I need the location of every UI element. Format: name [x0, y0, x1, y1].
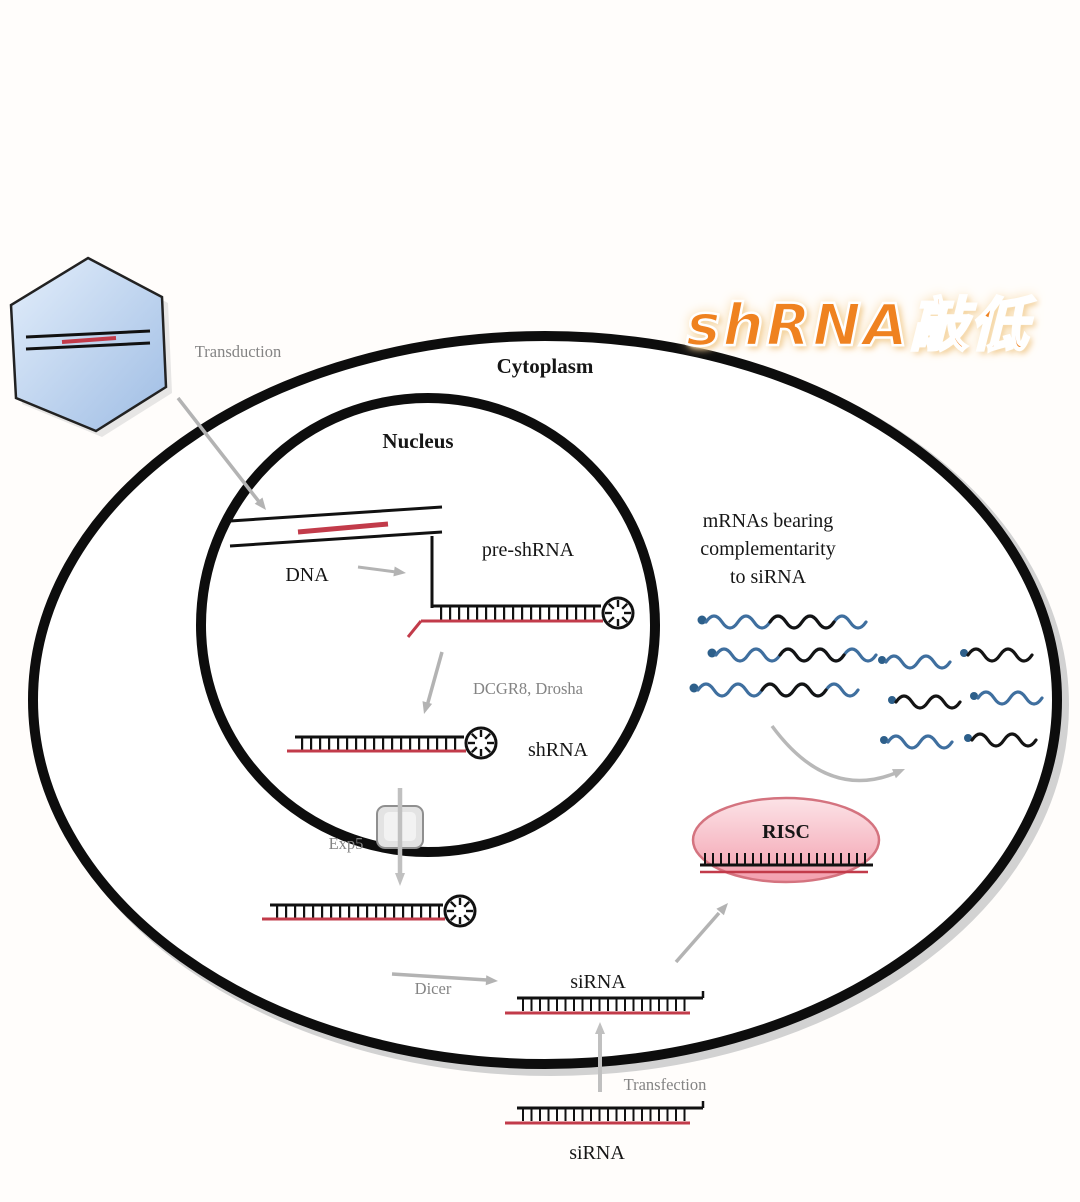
transduction-arrow	[176, 396, 266, 510]
dna-label: DNA	[285, 564, 329, 586]
exp5-export-arrow	[395, 788, 405, 886]
shrna-hairpin	[287, 726, 498, 760]
title-badge: shRNA敲低	[685, 290, 1030, 361]
dna-strands	[229, 505, 443, 548]
transfection-arrow	[595, 1022, 605, 1092]
mrna-caption-line2: complementarity	[700, 538, 836, 560]
sirna-to-risc-arrow	[674, 903, 728, 964]
mrna-fragments	[878, 647, 1044, 750]
nucleus-membrane	[196, 393, 660, 857]
pre-shrna-label: pre-shRNA	[482, 539, 575, 561]
transduction-label: Transduction	[195, 342, 281, 361]
dna-to-preshrna-arrow	[357, 565, 406, 577]
risc-guide-strand	[700, 853, 873, 874]
drosha-arrow	[422, 651, 444, 714]
cytoplasm-label: Cytoplasm	[497, 354, 594, 378]
dicer-arrow	[391, 972, 498, 986]
cytoplasm-hairpin	[262, 894, 477, 928]
mrna-caption: mRNAs bearing complementarity to siRNA	[700, 510, 836, 588]
sirna-duplex-mid	[505, 991, 705, 1015]
sirna-duplex-bottom	[505, 1101, 705, 1125]
mrna-strands	[689, 614, 878, 698]
shrna-label: shRNA	[528, 739, 589, 761]
risc-complex: RISC	[691, 796, 881, 884]
mrna-cleavage-arrow	[770, 724, 905, 783]
drosha-label: DCGR8, Drosha	[473, 679, 584, 698]
dicer-label: Dicer	[415, 979, 452, 998]
exp5-label: Exp5	[329, 834, 364, 853]
pre-shrna-hairpin	[406, 536, 635, 638]
mrna-caption-line1: mRNAs bearing	[703, 510, 834, 532]
nucleus-label: Nucleus	[382, 429, 453, 453]
mrna-caption-line3: to siRNA	[730, 566, 807, 588]
virus-capsid-icon	[9, 256, 172, 437]
sirna-bottom-label: siRNA	[569, 1142, 625, 1164]
sirna-mid-label: siRNA	[570, 971, 626, 993]
transfection-label: Transfection	[624, 1075, 707, 1094]
risc-label: RISC	[762, 821, 810, 843]
